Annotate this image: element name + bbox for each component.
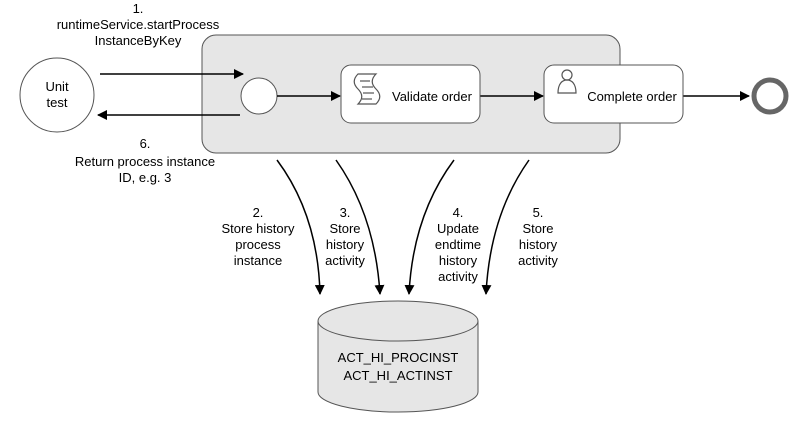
validate-order-task xyxy=(340,64,481,124)
step-6-number: 6. xyxy=(139,136,151,151)
unit-test-node xyxy=(19,57,95,133)
start-event xyxy=(240,77,278,115)
unit-test-label-1: Unit xyxy=(45,79,69,94)
arrow-store-history-activity-2 xyxy=(481,159,530,295)
step-4-number: 4. xyxy=(452,205,464,220)
step-2-label: Store history process instance xyxy=(221,221,295,268)
step-4-label: Update endtime history activity xyxy=(434,221,482,284)
step-1-label: runtimeService.startProcess InstanceByKe… xyxy=(56,17,220,48)
arrow-update-endtime xyxy=(404,159,455,295)
user-task-icon xyxy=(557,69,577,94)
step-5-number: 5. xyxy=(532,205,544,220)
arrow-store-history-activity-1 xyxy=(335,159,385,295)
db-table-actinst: ACT_HI_ACTINST xyxy=(343,368,452,383)
step-2-number: 2. xyxy=(252,205,264,220)
step-3-number: 3. xyxy=(339,205,351,220)
script-task-icon xyxy=(353,73,381,105)
unit-test-label-2: test xyxy=(47,95,68,110)
arrow-store-history-process xyxy=(276,159,325,295)
step-3-label: Store history activity xyxy=(325,221,365,268)
complete-order-label: Complete order xyxy=(587,89,677,104)
step-1-number: 1. xyxy=(132,1,144,16)
db-table-procinst: ACT_HI_PROCINST xyxy=(338,350,459,365)
step-5-label: Store history activity xyxy=(518,221,558,268)
end-event xyxy=(751,77,789,115)
complete-order-task xyxy=(543,64,684,124)
step-6-label: Return process instance ID, e.g. 3 xyxy=(74,154,216,185)
validate-order-label: Validate order xyxy=(392,89,473,104)
history-database xyxy=(317,300,479,413)
